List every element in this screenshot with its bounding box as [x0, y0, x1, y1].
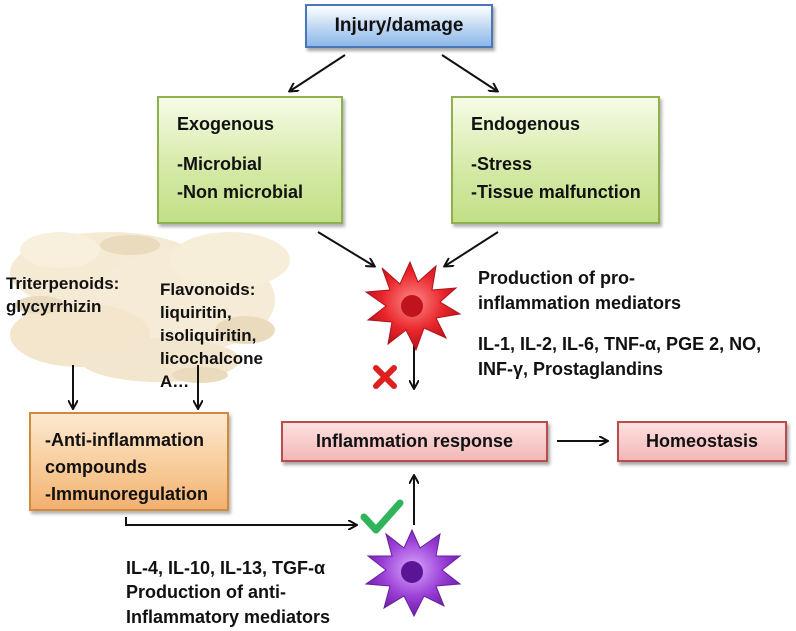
flavonoids-label: Flavonoids: liquiritin, isoliquiritin, l… [160, 278, 263, 393]
pro-mediators-list: IL-1, IL-2, IL-6, TNF-α, PGE 2, NO, INF-… [478, 332, 761, 382]
triterpenoids-line-1: Triterpenoids: [6, 274, 120, 293]
flavonoids-line-1: Flavonoids: [160, 280, 256, 299]
pro-mediators-title-line-2: inflammation mediators [478, 293, 682, 313]
red-dendritic-cell-icon [364, 260, 462, 352]
arrow-endogenous-to-cell [445, 231, 499, 266]
endogenous-box: Endogenous -Stress -Tissue malfunction [451, 96, 660, 224]
triterpenoids-label: Triterpenoids: glycyrrhizin [6, 272, 119, 318]
pro-mediators-title-line-1: Production of pro- [478, 268, 635, 288]
anti-mediators-list: IL-4, IL-10, IL-13, TGF-α [126, 558, 326, 578]
arrow-injury-to-endogenous [441, 54, 497, 91]
anti-inflammation-line-2: compounds [45, 457, 147, 477]
homeostasis-box: Homeostasis [617, 421, 787, 462]
homeostasis-label: Homeostasis [645, 431, 759, 451]
endogenous-item-stress: -Stress [471, 154, 533, 174]
green-check-icon [360, 499, 404, 534]
anti-mediators-title-line-2: Inflammatory mediators [126, 607, 331, 627]
anti-inflammation-line-3: -Immunoregulation [45, 484, 208, 504]
anti-inflammation-line-1: -Anti-inflammation [45, 430, 204, 450]
exogenous-box: Exogenous -Microbial -Non microbial [157, 96, 343, 224]
injury-damage-label: Injury/damage [334, 15, 464, 36]
pro-mediators-list-line-1: IL-1, IL-2, IL-6, TNF-α, PGE 2, NO, [478, 334, 762, 354]
flavonoids-line-3: isoliquiritin, [160, 326, 257, 345]
endogenous-item-tissue-malfunction: -Tissue malfunction [471, 182, 641, 202]
pro-mediators-title: Production of pro- inflammation mediator… [478, 266, 681, 316]
anti-mediators-title: Production of anti- Inflammatory mediato… [126, 580, 330, 630]
arrow-compounds-to-anti-cell [125, 517, 356, 525]
flavonoids-line-2: liquiritin, [160, 303, 232, 322]
triterpenoids-line-2: glycyrrhizin [6, 297, 102, 316]
anti-inflammation-box: -Anti-inflammation compounds -Immunoregu… [29, 412, 229, 511]
arrow-injury-to-exogenous [290, 54, 346, 91]
arrow-exogenous-to-cell [317, 231, 374, 266]
licorice-root-slices-image [10, 232, 290, 383]
inflammation-response-label: Inflammation response [315, 431, 514, 451]
injury-damage-box: Injury/damage [305, 4, 493, 48]
purple-dendritic-cell-icon [364, 528, 462, 618]
pro-mediators-list-line-2: INF-γ, Prostaglandins [478, 359, 664, 379]
exogenous-item-non-microbial: -Non microbial [177, 182, 304, 202]
flavonoids-line-4: licochalcone [160, 349, 263, 368]
endogenous-title: Endogenous [471, 114, 580, 134]
anti-mediators-title-line-1: Production of anti- [126, 582, 286, 602]
exogenous-title: Exogenous [177, 114, 275, 134]
exogenous-item-microbial: -Microbial [177, 154, 263, 174]
red-x-icon [373, 365, 397, 389]
inflammation-response-box: Inflammation response [281, 421, 548, 462]
flavonoids-line-5: A… [160, 372, 190, 391]
